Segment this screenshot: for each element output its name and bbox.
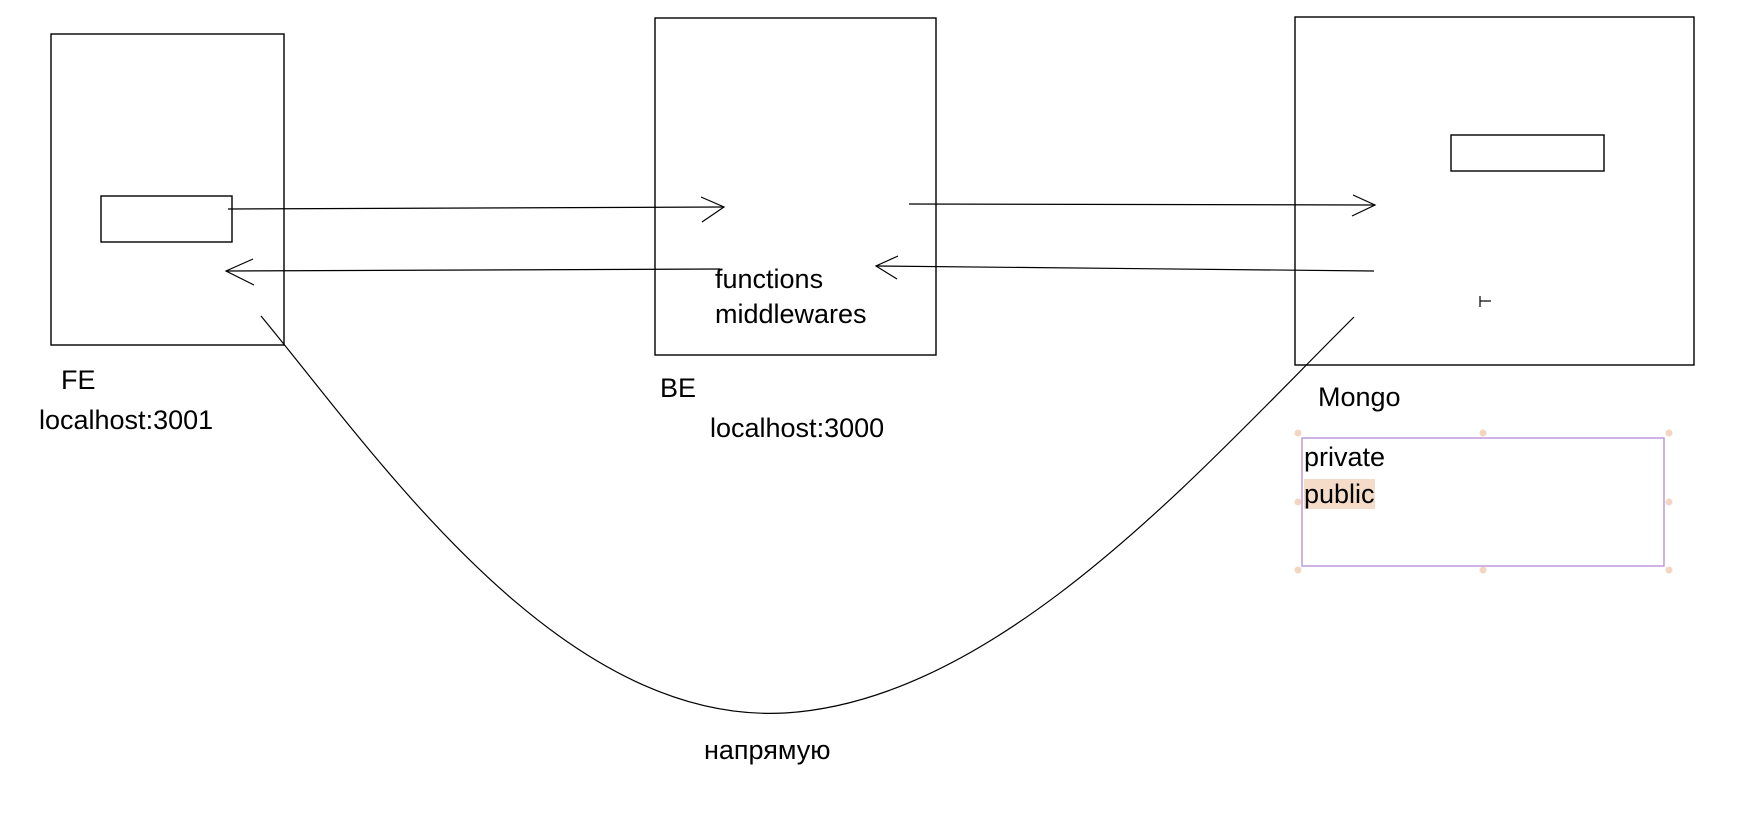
fe-label[interactable]: FE [61, 365, 96, 395]
be-box[interactable] [654, 17, 937, 356]
fe-inner-rect[interactable] [100, 195, 233, 243]
arrow-mongo-to-be[interactable] [874, 255, 1375, 280]
mongo-inner-rect[interactable] [1450, 134, 1605, 172]
mongo-box[interactable] [1294, 16, 1695, 366]
selection-handle[interactable] [1665, 429, 1673, 437]
selection-handle[interactable] [1294, 566, 1302, 574]
selection-handle[interactable] [1665, 498, 1673, 506]
arrow-be-to-mongo[interactable] [908, 194, 1377, 217]
direct-connection-label[interactable]: напрямую [704, 735, 831, 765]
be-functions-text[interactable]: functions [715, 264, 824, 294]
selection-handle[interactable] [1294, 498, 1302, 506]
arrow-be-to-fe[interactable] [224, 258, 721, 286]
mongo-label[interactable]: Mongo [1318, 382, 1401, 412]
note-public-text[interactable]: public [1304, 478, 1375, 510]
crosshair-icon [1479, 296, 1491, 307]
selection-handle[interactable] [1294, 429, 1302, 437]
selection-handle[interactable] [1665, 566, 1673, 574]
direct-connection-curve[interactable] [260, 315, 1355, 714]
be-address[interactable]: localhost:3000 [710, 413, 885, 443]
selection-handle[interactable] [1479, 566, 1487, 574]
fe-box[interactable] [50, 33, 285, 346]
note-selection-frame[interactable] [1294, 429, 1673, 574]
note-public-highlight: public [1304, 479, 1375, 509]
note-private-text[interactable]: private [1304, 442, 1386, 472]
be-middlewares-text[interactable]: middlewares [715, 299, 867, 329]
arrow-fe-to-be[interactable] [227, 196, 726, 223]
be-label[interactable]: BE [660, 373, 697, 403]
selection-handle[interactable] [1479, 429, 1487, 437]
fe-address[interactable]: localhost:3001 [39, 405, 214, 435]
